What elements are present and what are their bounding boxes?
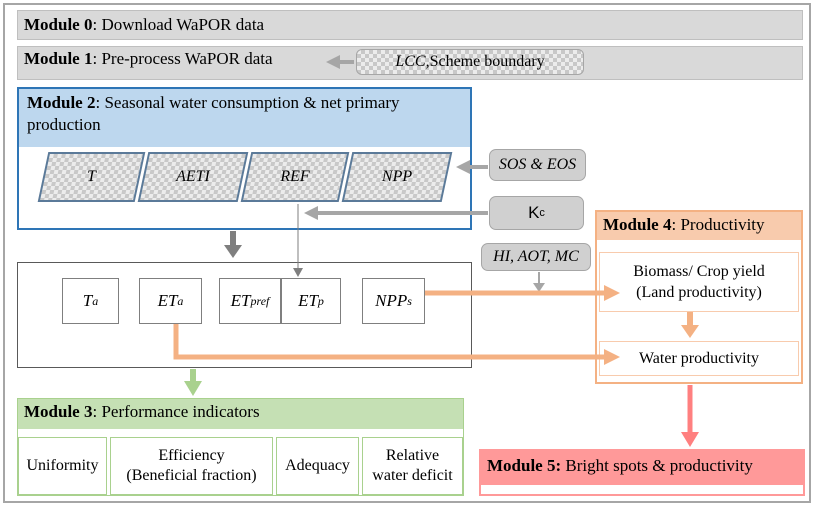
- module-3-label: Module 3: [24, 402, 93, 421]
- arrow-hi-aot-mc-head: [533, 283, 545, 292]
- dataset-aeti-label: AETI: [176, 168, 210, 185]
- module-2-label: Module 2: [27, 93, 96, 112]
- indicator-efficiency-line2: (Beneficial fraction): [126, 467, 257, 484]
- module-1-label: Module 1: [24, 49, 93, 68]
- dataset-aeti: AETI: [137, 152, 249, 202]
- output-npps-main: NPP: [375, 291, 408, 310]
- output-etp-main: ET: [298, 291, 318, 310]
- module-1-text: : Pre-process WaPOR data: [92, 49, 273, 68]
- arrow-module4-head: [681, 432, 699, 447]
- dataset-npp-label: NPP: [381, 168, 413, 185]
- lcc-scheme-boundary-input: LCC, Scheme boundary: [356, 49, 584, 75]
- module-0-label: Module 0: [24, 15, 93, 34]
- outer-frame: [3, 3, 811, 503]
- module-0-bar: Module 0: Download WaPOR data: [17, 10, 803, 40]
- module-4-text: : Productivity: [671, 215, 765, 234]
- output-etpref-sub: pref: [250, 293, 270, 308]
- dataset-ref-label: REF: [280, 168, 310, 185]
- module-3-text: : Performance indicators: [92, 402, 260, 421]
- indicator-adequacy: Adequacy: [276, 437, 359, 495]
- output-etp-sub: p: [317, 293, 324, 308]
- kc-sub: c: [539, 207, 545, 219]
- module-5-text: Bright spots & productivity: [561, 456, 753, 475]
- module-2-text: : Seasonal water consumption & net prima…: [27, 93, 400, 134]
- module-2-header: Module 2: Seasonal water consumption & n…: [19, 89, 470, 147]
- kc-main: K: [528, 203, 540, 222]
- arrow-biomass-head: [681, 325, 699, 338]
- indicator-uniformity: Uniformity: [18, 437, 107, 495]
- dataset-t-label: T: [87, 168, 96, 185]
- output-eta-main: ET: [157, 291, 178, 310]
- hi-aot-mc-input: HI, AOT, MC: [481, 243, 591, 271]
- arrow-eta-to-wp: [173, 324, 605, 360]
- water-productivity: Water productivity: [599, 341, 799, 376]
- dataset-t: T: [37, 152, 146, 202]
- arrow-npps-head: [604, 285, 620, 301]
- indicator-rwd-line2: water deficit: [372, 467, 453, 484]
- module-5-label: Module 5:: [487, 456, 562, 475]
- module-3-header: Module 3: Performance indicators: [18, 399, 463, 429]
- biomass-line2: (Land productivity): [636, 284, 762, 301]
- arrow-eta-head: [604, 349, 620, 365]
- dataset-ref: REF: [240, 152, 350, 202]
- module-5-header: Module 5: Bright spots & productivity: [481, 451, 803, 485]
- indicator-relative-water-deficit: Relative water deficit: [362, 437, 463, 495]
- module-4-header: Module 4: Productivity: [597, 212, 801, 240]
- output-npps-sub: s: [407, 293, 412, 308]
- module-0-text: : Download WaPOR data: [92, 15, 265, 34]
- lcc-label: LCC,: [395, 53, 430, 70]
- arrow-lcc-head: [326, 55, 340, 69]
- scheme-boundary-label: Scheme boundary: [429, 53, 545, 70]
- arrow-ref-to-etp-head: [293, 268, 303, 277]
- output-eta-sub: a: [177, 293, 184, 308]
- sos-eos-input: SOS & EOS: [489, 149, 586, 181]
- arrow-module2-head: [224, 245, 242, 258]
- indicator-efficiency: Efficiency (Beneficial fraction): [110, 437, 273, 495]
- indicator-efficiency-line1: Efficiency: [158, 447, 225, 464]
- dataset-npp: NPP: [341, 152, 453, 202]
- output-etpref-main: ET: [230, 291, 251, 310]
- module-4-label: Module 4: [603, 215, 672, 234]
- output-ta-sub: a: [92, 293, 99, 308]
- arrow-sos-eos-head: [456, 160, 470, 174]
- output-ta-main: T: [82, 291, 93, 310]
- biomass-line1: Biomass/ Crop yield: [633, 263, 765, 280]
- biomass-crop-yield: Biomass/ Crop yield (Land productivity): [599, 252, 799, 312]
- indicator-rwd-line1: Relative: [385, 447, 440, 464]
- arrow-outputs-module3-head: [184, 381, 202, 396]
- arrow-kc-head: [304, 206, 318, 220]
